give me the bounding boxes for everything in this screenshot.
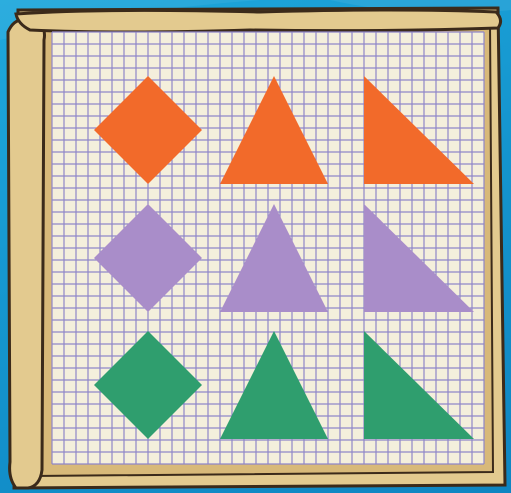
- shapes-group: [94, 76, 474, 439]
- frame-top-stick: [16, 10, 501, 32]
- frame-left-stick: [8, 20, 45, 488]
